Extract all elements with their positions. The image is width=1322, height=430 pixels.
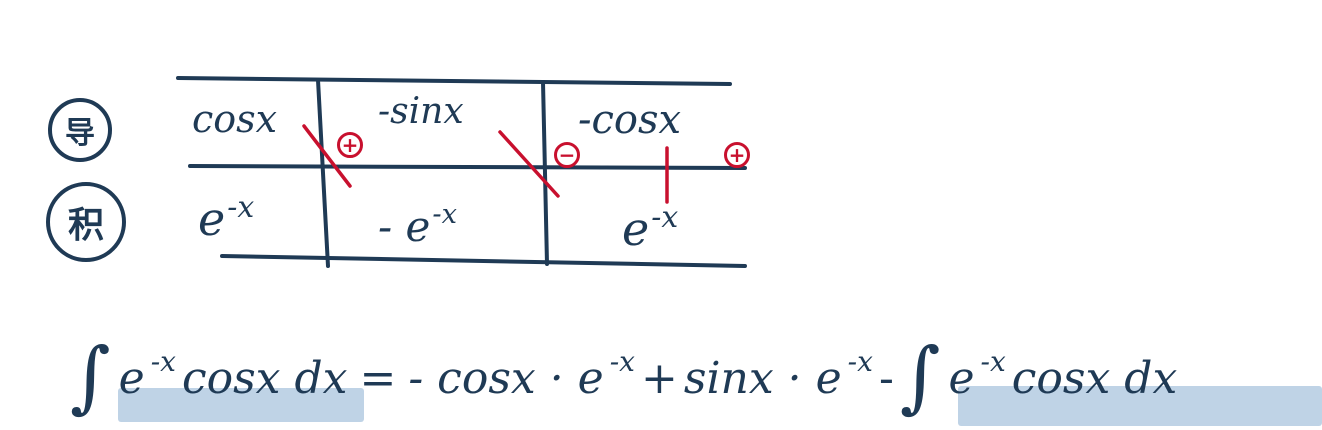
term2-prefix: sinx · e xyxy=(683,353,842,404)
derivative-cell-2: -sinx xyxy=(378,94,464,130)
pairing-stroke-2 xyxy=(498,130,560,198)
integration-by-parts-equation: ∫ e -x cosx dx = - cosx · e -x + sinx · … xyxy=(70,322,1178,422)
minus-sign: - xyxy=(878,353,894,404)
lhs-integrand-highlight xyxy=(118,388,364,422)
integral-cell-2-base: e xyxy=(405,202,431,251)
rhs-exp: -x xyxy=(980,345,1006,378)
derivative-row-label: 导 xyxy=(50,100,110,160)
derivative-cell-1: cosx xyxy=(192,100,277,138)
integral-cell-3-base: e xyxy=(622,202,650,256)
derivative-cell-3-text: -cosx xyxy=(578,97,682,143)
integral-label-circle-icon xyxy=(46,182,126,262)
sign-minus-icon: − xyxy=(554,142,580,168)
pairing-stroke-1 xyxy=(302,124,352,188)
integral-cell-3: e-x xyxy=(622,203,678,252)
integral-cell-1-base: e xyxy=(198,192,226,246)
sign-1-text: + xyxy=(341,133,359,157)
equals-sign: = xyxy=(359,353,397,404)
derivative-cell-1-text: cosx xyxy=(192,97,278,141)
sign-2-text: − xyxy=(558,143,576,167)
rhs-integral-sign: ∫ xyxy=(899,332,941,422)
derivative-cell-2-text: -sinx xyxy=(378,91,464,132)
integral-row-label-text: 积 xyxy=(67,205,104,246)
rhs-e: e xyxy=(948,353,975,404)
integral-cell-2-exp: -x xyxy=(432,199,458,230)
grid-col-divider-1 xyxy=(316,78,330,268)
plus-sign: + xyxy=(640,353,678,404)
sign-plus-1-icon: + xyxy=(337,132,363,158)
grid-bottom-line xyxy=(220,254,747,268)
integral-row-label: 积 xyxy=(48,184,124,260)
integral-cell-1: e-x xyxy=(198,193,254,242)
rhs-rest: cosx dx xyxy=(1011,353,1178,404)
integral-cell-2: - e-x xyxy=(378,201,457,248)
integral-cell-2-prefix: - xyxy=(378,202,406,251)
grid-top-line xyxy=(176,76,732,86)
rhs-integrand-highlight xyxy=(958,386,1322,426)
lhs-e: e xyxy=(118,353,145,404)
integral-cell-1-exp: -x xyxy=(227,190,255,225)
lhs-exp: -x xyxy=(150,345,176,378)
grid-col-divider-2 xyxy=(541,80,549,266)
sign-3-text: + xyxy=(728,143,746,167)
derivative-label-circle-icon xyxy=(48,98,112,162)
grid-middle-line xyxy=(188,164,747,170)
integral-cell-3-exp: -x xyxy=(651,200,679,235)
derivative-row-label-text: 导 xyxy=(65,116,95,151)
derivative-cell-3: -cosx xyxy=(578,100,681,140)
term1-exp: -x xyxy=(609,345,635,378)
term2-exp: -x xyxy=(847,345,873,378)
term1-prefix: - cosx · e xyxy=(408,353,604,404)
sign-plus-2-icon: + xyxy=(724,142,750,168)
lhs-rest: cosx dx xyxy=(181,353,348,404)
lhs-integral-sign: ∫ xyxy=(70,332,111,422)
